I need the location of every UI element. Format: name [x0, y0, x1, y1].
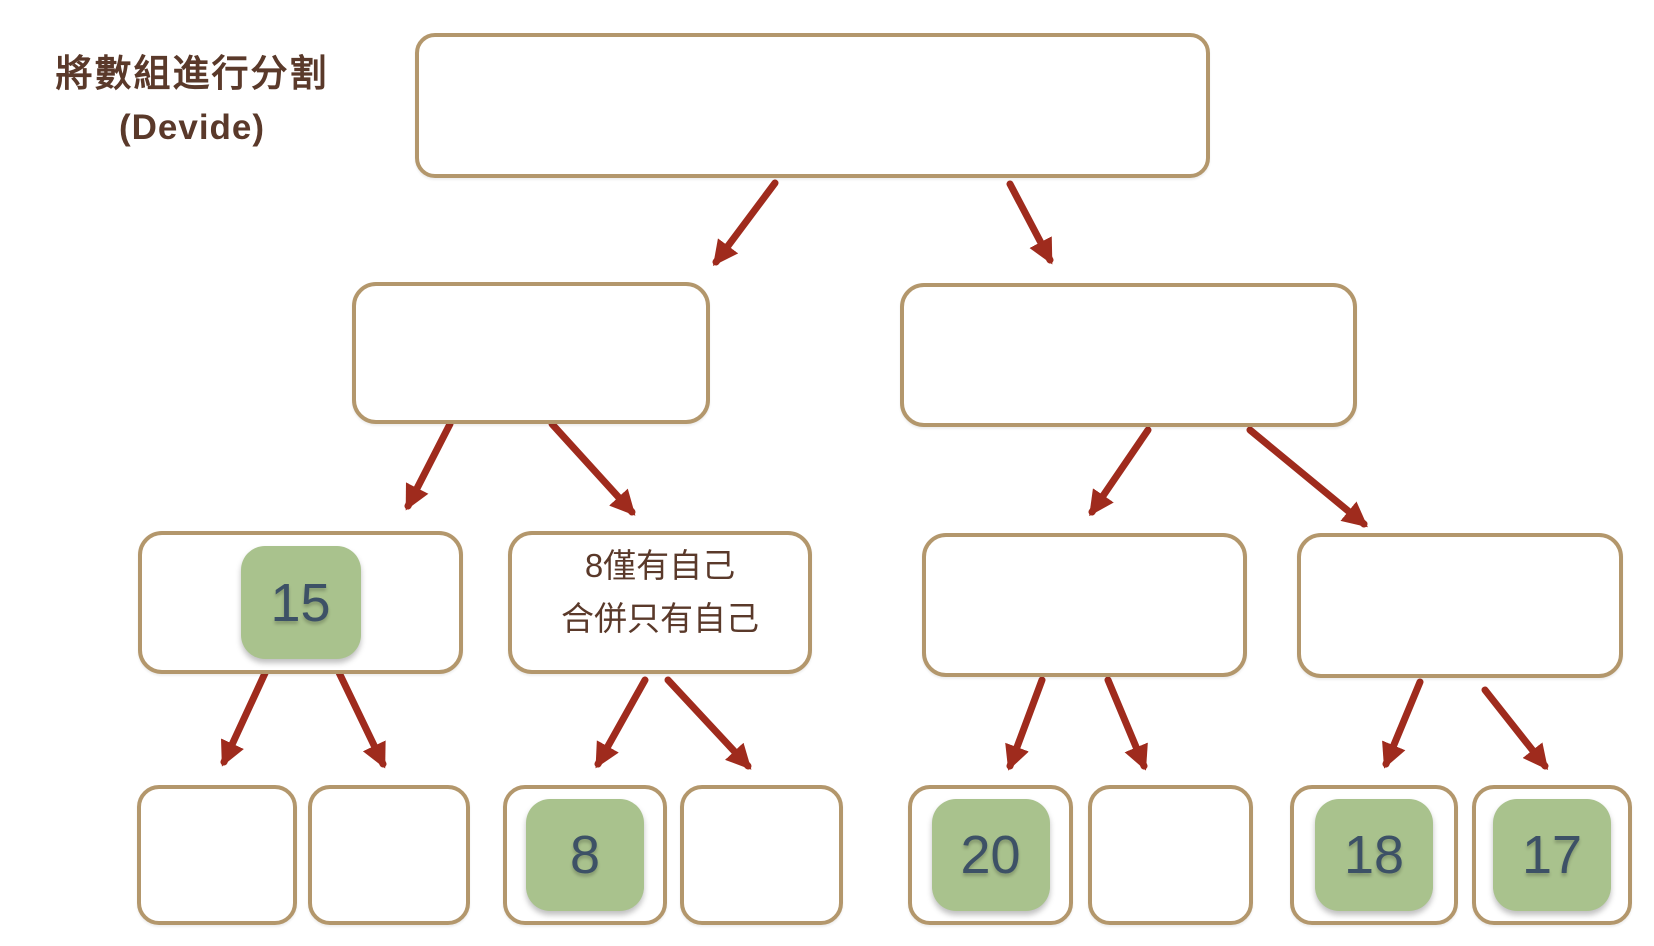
bottom-box-5: 20 — [908, 785, 1073, 925]
note-line-1: 8僅有自己 — [584, 547, 736, 584]
branch-box-right-a — [922, 533, 1247, 677]
branch-box-right-b — [1297, 533, 1623, 678]
divide-arrow-l2l-left — [404, 420, 454, 511]
tile-value-17: 17 — [1521, 825, 1583, 885]
divide-arrow-l2r-right — [1246, 426, 1368, 528]
bottom-box-3: 8 — [503, 785, 667, 925]
leaf-box-15: 15 — [138, 531, 463, 674]
number-tile-17: 17 — [1493, 799, 1611, 911]
bottom-box-4 — [680, 785, 843, 925]
divide-arrow-note-right — [664, 676, 752, 770]
divide-arrow-root-right — [1006, 180, 1054, 265]
diagram-title: 將數組進行分割 (Devide) — [14, 46, 370, 154]
number-tile-20: 20 — [931, 799, 1050, 911]
divide-arrow-note-left — [594, 676, 649, 769]
divide-arrow-l2r-left — [1088, 426, 1152, 517]
note-box: 8僅有自己 合併只有自己 — [508, 531, 812, 674]
divide-arrow-root-left — [712, 179, 779, 267]
divide-arrow-l3b-right — [1481, 686, 1549, 770]
bottom-box-2 — [308, 785, 470, 925]
title-line-2: (Devide) — [118, 107, 266, 147]
branch-box-right — [900, 283, 1357, 427]
tile-value-20: 20 — [960, 825, 1021, 885]
divide-arrow-l3a-left — [1005, 676, 1046, 771]
branch-box-left — [352, 282, 710, 424]
title-line-1: 將數組進行分割 — [55, 53, 329, 94]
number-tile-8: 8 — [526, 799, 644, 911]
bottom-box-1 — [137, 785, 297, 925]
tile-value-8: 8 — [569, 825, 601, 885]
tile-value-15: 15 — [270, 572, 331, 633]
bottom-box-8: 17 — [1472, 785, 1632, 925]
root-array-box — [415, 33, 1210, 178]
number-tile-15: 15 — [240, 546, 361, 659]
divide-arrow-l3b-left — [1382, 678, 1424, 769]
tile-value-18: 18 — [1343, 825, 1405, 885]
divide-arrow-l2l-right — [548, 420, 636, 516]
divide-arrow-l3a-right — [1104, 676, 1148, 771]
note-line-2: 合併只有自己 — [561, 600, 759, 638]
bottom-box-6 — [1088, 785, 1253, 925]
bottom-box-7: 18 — [1290, 785, 1458, 925]
number-tile-18: 18 — [1315, 799, 1433, 911]
